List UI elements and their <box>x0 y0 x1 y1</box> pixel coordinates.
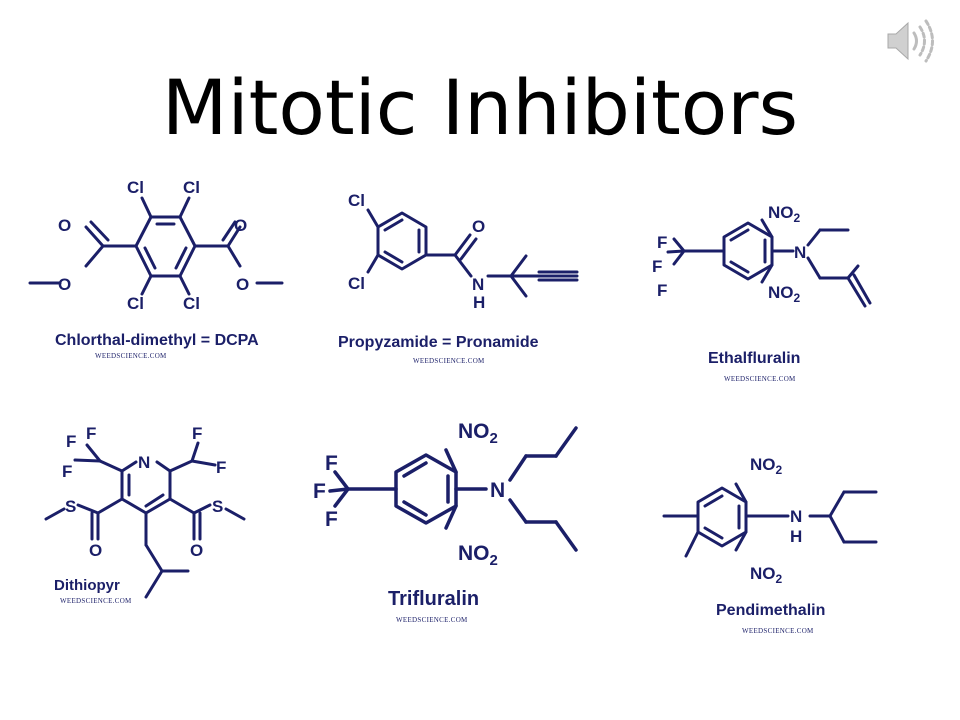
atom-f: F <box>325 452 338 475</box>
atom-s: S <box>65 497 76 516</box>
molecule-name: Propyzamide = Pronamide <box>338 334 539 351</box>
credit-label: WEEDSCIENCE.COM <box>724 375 796 383</box>
atom-f: F <box>325 508 338 531</box>
atom-f: F <box>216 458 226 477</box>
atom-cl: Cl <box>127 294 144 313</box>
atom-h: H <box>790 527 802 546</box>
atom-h: H <box>473 293 485 312</box>
structure-chlorthal-dimethyl: Cl Cl Cl Cl O O O O <box>28 178 284 313</box>
structure-ethalfluralin: NO2 NO2 N F F F <box>652 203 872 308</box>
atom-s: S <box>212 497 223 516</box>
atom-no2: NO2 <box>768 283 801 305</box>
molecule-name: Dithiopyr <box>54 577 120 594</box>
atom-no2: NO2 <box>750 564 783 586</box>
molecule-name: Ethalfluralin <box>708 350 801 367</box>
structure-propyzamide: Cl Cl O N H <box>348 191 579 312</box>
atom-cl: Cl <box>348 191 365 210</box>
atom-no2: NO2 <box>458 542 498 569</box>
atom-n: N <box>794 243 806 262</box>
atom-cl: Cl <box>127 178 144 197</box>
slide-title: Mitotic Inhibitors <box>161 63 799 152</box>
atom-f: F <box>62 462 72 481</box>
structure-pendimethalin: NO2 NO2 N H <box>662 455 878 586</box>
no2-label: NO <box>768 203 794 222</box>
molecule-ethalfluralin: NO2 NO2 N F F F Ethalfluralin WEEDSCIENC… <box>640 190 900 390</box>
credit-label: WEEDSCIENCE.COM <box>95 352 167 360</box>
molecule-name: Chlorthal-dimethyl = DCPA <box>55 332 259 349</box>
atom-cl: Cl <box>183 178 200 197</box>
atom-f: F <box>86 424 96 443</box>
credit-label: WEEDSCIENCE.COM <box>413 357 485 365</box>
no2-label: NO <box>768 283 794 302</box>
atom-n: N <box>490 479 505 502</box>
atom-n: N <box>138 453 150 472</box>
atom-no2: NO2 <box>458 420 498 447</box>
molecule-trifluralin: NO2 NO2 N F F F Trifluralin WEEDSCIENCE.… <box>300 410 600 635</box>
atom-o: O <box>89 541 102 560</box>
molecule-chlorthal-dimethyl: Cl Cl Cl Cl O O O O Chlorthal-dimethyl =… <box>20 170 320 370</box>
atom-o: O <box>472 217 485 236</box>
atom-o: O <box>234 216 247 235</box>
molecule-pendimethalin: NO2 NO2 N H Pendimethalin WEEDSCIENCE.CO… <box>650 450 890 650</box>
atom-n: N <box>790 507 802 526</box>
credit-label: WEEDSCIENCE.COM <box>60 597 132 605</box>
atom-f: F <box>657 233 667 252</box>
atom-o: O <box>236 275 249 294</box>
atom-f: F <box>192 424 202 443</box>
molecule-propyzamide: Cl Cl O N H Propyzamide = Pronamide WEED… <box>330 180 600 380</box>
speaker-icon[interactable] <box>884 16 940 66</box>
molecule-name: Trifluralin <box>388 588 480 610</box>
molecule-dithiopyr: N F F F F F S S O O Dithiopyr WEEDSCIENC… <box>30 415 270 615</box>
atom-o: O <box>190 541 203 560</box>
atom-f: F <box>657 281 667 300</box>
atom-f: F <box>652 257 662 276</box>
structure-trifluralin: NO2 NO2 N F F F <box>313 420 578 569</box>
no2-label: NO <box>458 420 490 443</box>
atom-o: O <box>58 216 71 235</box>
no2-label: NO <box>750 455 776 474</box>
atom-no2: NO2 <box>750 455 783 477</box>
atom-cl: Cl <box>348 274 365 293</box>
atom-o: O <box>58 275 71 294</box>
atom-f: F <box>313 480 326 503</box>
molecule-name: Pendimethalin <box>716 602 826 619</box>
atom-no2: NO2 <box>768 203 801 225</box>
credit-label: WEEDSCIENCE.COM <box>396 616 468 624</box>
no2-label: NO <box>750 564 776 583</box>
atom-n: N <box>472 275 484 294</box>
atom-cl: Cl <box>183 294 200 313</box>
structure-dithiopyr: N F F F F F S S O O <box>44 424 246 599</box>
credit-label: WEEDSCIENCE.COM <box>742 627 814 635</box>
atom-f: F <box>66 432 76 451</box>
no2-label: NO <box>458 542 490 565</box>
